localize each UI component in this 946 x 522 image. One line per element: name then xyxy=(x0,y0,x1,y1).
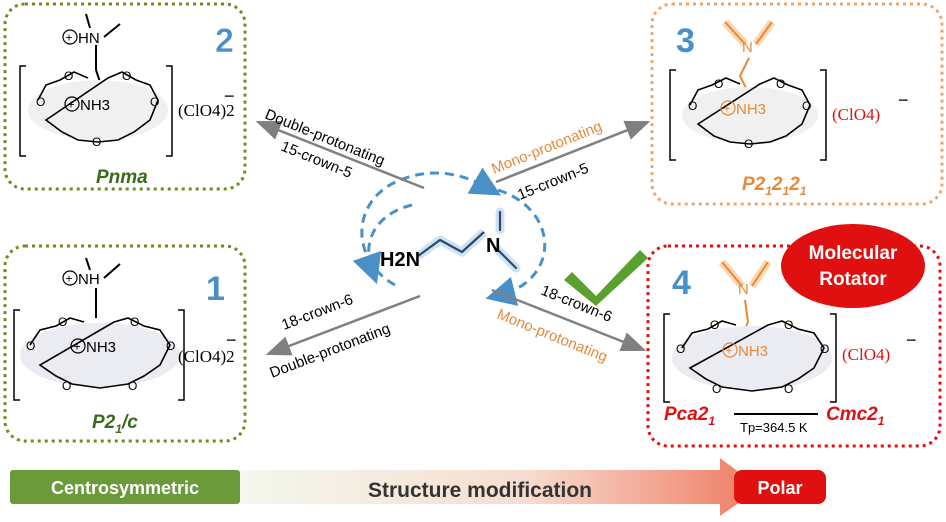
svg-text:+: + xyxy=(68,98,75,112)
center-n: N xyxy=(486,235,500,257)
compound-2-center: NH3 xyxy=(80,97,110,114)
svg-text:O: O xyxy=(26,339,35,353)
compound-1-panel: 1 + NH O O O O O O + NH3 (ClO4)2 − P21/c xyxy=(3,244,247,443)
arrow-to-3-label-b: 15-crown-5 xyxy=(515,160,591,204)
svg-text:O: O xyxy=(784,318,793,332)
compound-2-panel: 2 + HN O O O O O + NH3 (ClO4)2 − Pnma xyxy=(3,2,247,191)
svg-text:O: O xyxy=(784,382,793,396)
molecular-rotator-badge: Molecular Rotator xyxy=(781,224,925,308)
svg-text:O: O xyxy=(62,379,71,393)
svg-text:O: O xyxy=(128,379,137,393)
svg-text:+: + xyxy=(66,272,73,286)
svg-text:O: O xyxy=(122,69,131,83)
svg-text:O: O xyxy=(712,382,721,396)
compound-1-sg-post: /c xyxy=(121,412,138,433)
arrow-to-4 xyxy=(491,288,647,352)
svg-text:O: O xyxy=(64,69,73,83)
svg-text:+: + xyxy=(74,340,81,354)
svg-text:+: + xyxy=(66,31,73,45)
svg-text:+: + xyxy=(726,344,733,358)
svg-text:O: O xyxy=(802,99,811,113)
svg-text:Pca21: Pca21 xyxy=(664,404,715,428)
compound-1-charge: − xyxy=(226,330,237,350)
badge-line1: Molecular xyxy=(809,243,898,264)
svg-text:Cmc21: Cmc21 xyxy=(826,404,885,428)
compound-1-center: NH3 xyxy=(86,339,116,356)
compound-3-sg-l2: 2 xyxy=(788,174,800,195)
compound-1-anion: (ClO4)2 xyxy=(178,347,235,366)
bottom-progression-bar: Centrosymmetric Structure modification P… xyxy=(10,458,826,516)
compound-4-anion: (ClO4) xyxy=(842,345,890,364)
compound-3-sg-sub1: 1 xyxy=(765,184,772,198)
check-icon xyxy=(564,250,648,306)
compound-3-sg-sub3: 1 xyxy=(800,184,807,198)
compound-1-sg-sub: 1 xyxy=(115,422,122,436)
compound-4-charge: − xyxy=(906,330,917,350)
compound-1-sg-pre: P2 xyxy=(92,412,116,433)
svg-text:O: O xyxy=(710,318,719,332)
arrow-to-1-label-a: 18-crown-6 xyxy=(279,291,355,334)
compound-2-number: 2 xyxy=(215,22,234,60)
svg-text:O: O xyxy=(36,95,45,109)
svg-text:O: O xyxy=(776,77,785,91)
compound-3-sg-main: P2 xyxy=(742,174,766,195)
compound-4-number: 4 xyxy=(672,264,691,302)
svg-text:O: O xyxy=(166,339,175,353)
compound-4-transition: Tp=364.5 K xyxy=(740,420,808,435)
compound-3-amine: N xyxy=(742,39,753,56)
svg-text:O: O xyxy=(688,99,697,113)
compound-2-space-group: Pnma xyxy=(96,167,148,188)
compound-1-amine: NH xyxy=(78,271,100,288)
compound-3-center: NH3 xyxy=(736,101,766,118)
svg-text:O: O xyxy=(676,342,685,356)
compound-3-sg-l1: 2 xyxy=(771,174,783,195)
bar-middle-label: Structure modification xyxy=(368,479,592,502)
compound-3-anion: (ClO4) xyxy=(832,105,880,124)
compound-4-sg-right-pre: Cmc2 xyxy=(826,404,878,425)
center-h2n: H2N xyxy=(380,249,420,271)
badge-line2: Rotator xyxy=(819,269,887,290)
svg-text:O: O xyxy=(150,95,159,109)
bar-right-label: Polar xyxy=(757,478,802,498)
compound-3-panel: 3 N O O O O O + NH3 (ClO4) − P212121 xyxy=(650,2,944,206)
svg-text:+: + xyxy=(724,102,731,116)
compound-4-center: NH3 xyxy=(738,343,768,360)
arrow-to-2 xyxy=(255,120,425,190)
bar-left-label: Centrosymmetric xyxy=(51,478,199,498)
arrow-to-3 xyxy=(495,120,651,184)
center-molecule: H2N N xyxy=(352,167,547,306)
compound-4-amine: N xyxy=(738,281,749,298)
compound-2-charge: − xyxy=(224,86,235,106)
svg-text:P212121: P212121 xyxy=(742,174,807,198)
compound-4-sg-right-sub: 1 xyxy=(878,414,885,428)
compound-4-sg-left-pre: Pca2 xyxy=(664,404,709,425)
compound-2-anion: (ClO4)2 xyxy=(178,101,235,120)
compound-1-number: 1 xyxy=(206,270,225,308)
svg-text:O: O xyxy=(92,135,101,149)
svg-text:O: O xyxy=(130,315,139,329)
arrow-to-1 xyxy=(265,294,421,356)
compound-4-sg-left-sub: 1 xyxy=(708,414,715,428)
compound-3-charge: − xyxy=(898,90,909,110)
compound-3-number: 3 xyxy=(676,22,695,60)
compound-3-sg-sub2: 1 xyxy=(783,184,790,198)
compound-2-amine: HN xyxy=(78,30,100,47)
svg-text:O: O xyxy=(820,342,829,356)
svg-text:O: O xyxy=(58,315,67,329)
svg-text:O: O xyxy=(714,77,723,91)
svg-text:O: O xyxy=(744,137,753,151)
svg-text:P21/c: P21/c xyxy=(92,412,138,436)
